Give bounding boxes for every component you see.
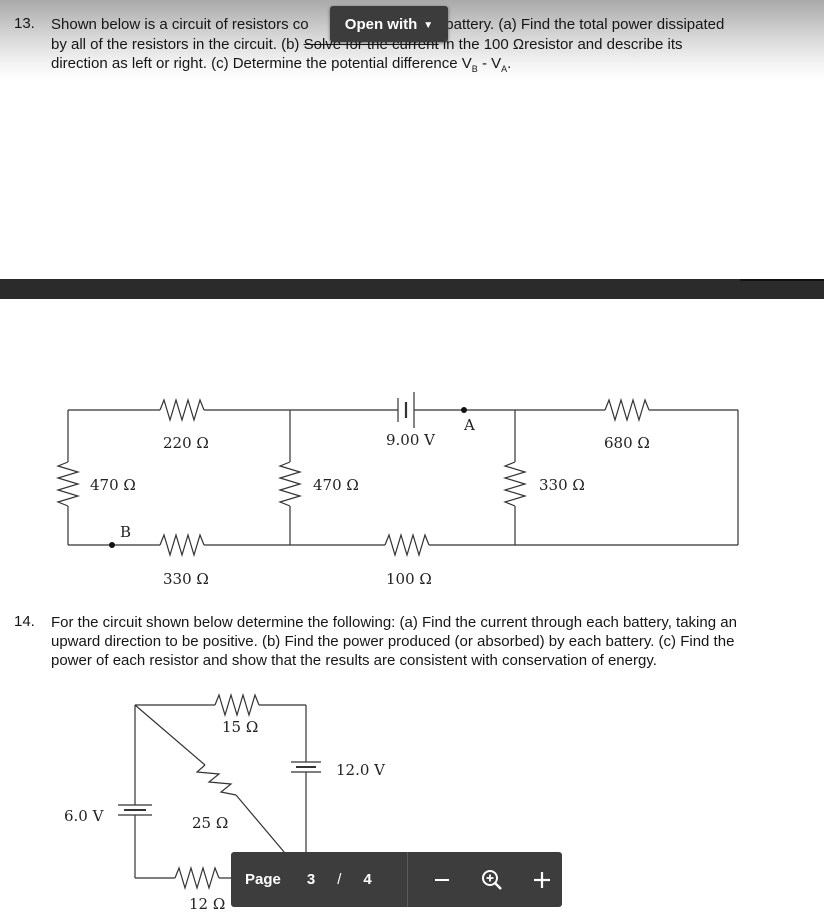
problem-14-line-2: upward direction to be positive. (b) Fin… bbox=[51, 633, 735, 650]
zoom-in-magnifier-icon bbox=[482, 869, 502, 890]
page-indicator: Page 3 / 4 bbox=[231, 852, 407, 907]
page-label: Page bbox=[245, 871, 281, 888]
resistor-470-left bbox=[55, 461, 81, 507]
caret-down-icon: ▼ bbox=[423, 19, 434, 31]
label-node-a: A bbox=[463, 416, 475, 434]
problem-14-line-1: For the circuit shown below determine th… bbox=[51, 614, 737, 631]
total-pages: 4 bbox=[363, 871, 372, 888]
page-separator: / bbox=[337, 871, 342, 888]
label-100: 100 Ω bbox=[386, 570, 432, 588]
label-470-mid: 470 Ω bbox=[313, 476, 359, 494]
current-page[interactable]: 3 bbox=[306, 871, 316, 888]
plus-icon bbox=[534, 871, 550, 888]
problem-14-number: 14. bbox=[14, 613, 35, 630]
label-330-right: 330 Ω bbox=[539, 476, 585, 494]
resistor-330-bottom bbox=[159, 532, 205, 558]
pagebar-separator bbox=[407, 852, 408, 907]
zoom-in-button[interactable] bbox=[524, 860, 560, 900]
page-controls: Page 3 / 4 bbox=[231, 852, 562, 907]
zoom-fit-button[interactable] bbox=[474, 860, 510, 900]
circuit-13 bbox=[55, 392, 739, 558]
resistor-15 bbox=[214, 692, 260, 718]
label-battery-6v: 6.0 V bbox=[64, 807, 105, 825]
label-12: 12 Ω bbox=[189, 895, 225, 913]
resistor-680 bbox=[604, 397, 650, 423]
resistor-25 bbox=[195, 764, 237, 796]
minus-icon bbox=[435, 878, 449, 881]
resistor-220 bbox=[159, 397, 205, 423]
label-15: 15 Ω bbox=[222, 718, 258, 736]
node-a-dot bbox=[461, 407, 467, 413]
label-battery-12v: 12.0 V bbox=[336, 761, 386, 779]
label-680: 680 Ω bbox=[604, 434, 650, 452]
resistor-470-mid bbox=[277, 461, 303, 507]
resistor-12 bbox=[174, 865, 220, 891]
page-divider-accent bbox=[740, 279, 824, 281]
problem-13-line-1: Shown below is a circuit of resistors co… bbox=[51, 16, 725, 33]
page-divider bbox=[0, 279, 824, 299]
label-330-bottom: 330 Ω bbox=[163, 570, 209, 588]
open-with-button[interactable]: Open with ▼ bbox=[330, 6, 448, 42]
resistor-100 bbox=[384, 532, 430, 558]
zoom-out-button[interactable] bbox=[424, 860, 460, 900]
resistor-330-right bbox=[502, 461, 528, 507]
label-node-b: B bbox=[120, 523, 131, 541]
problem-13-line-3: direction as left or right. (c) Determin… bbox=[51, 55, 512, 74]
label-220: 220 Ω bbox=[163, 434, 209, 452]
zoom-controls bbox=[408, 852, 560, 907]
label-battery-9v: 9.00 V bbox=[386, 431, 436, 449]
label-470-left: 470 Ω bbox=[90, 476, 136, 494]
label-25: 25 Ω bbox=[192, 814, 228, 832]
node-b-dot bbox=[109, 542, 115, 548]
problem-14-line-3: power of each resistor and show that the… bbox=[51, 652, 657, 669]
problem-13-number: 13. bbox=[14, 15, 35, 32]
